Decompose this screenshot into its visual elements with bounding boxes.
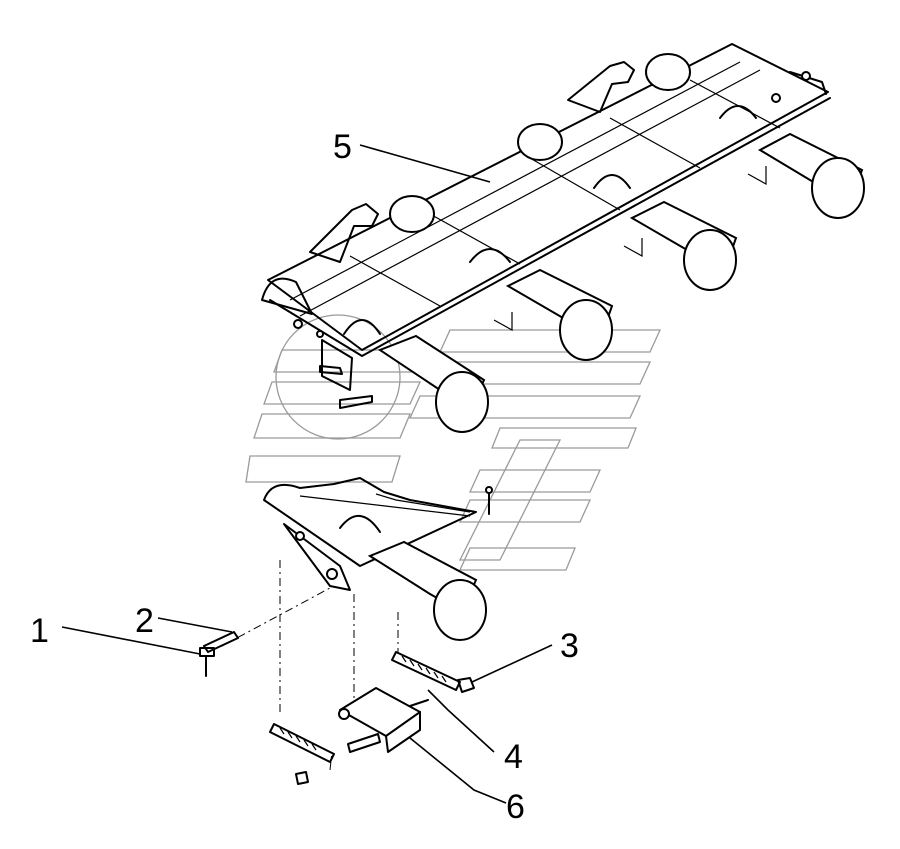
callout-6: 6	[506, 788, 525, 826]
lower-segment-assembly	[263, 477, 493, 641]
callout-leaders	[61, 144, 553, 804]
callout-2: 2	[135, 602, 154, 640]
callout-5: 5	[333, 128, 352, 166]
callout-4: 4	[504, 738, 523, 776]
callout-3: 3	[560, 627, 579, 665]
callout-1: 1	[30, 612, 49, 650]
loose-parts	[199, 631, 475, 785]
assembly-axis-lines	[221, 560, 399, 771]
upper-beam-assembly	[261, 43, 865, 433]
